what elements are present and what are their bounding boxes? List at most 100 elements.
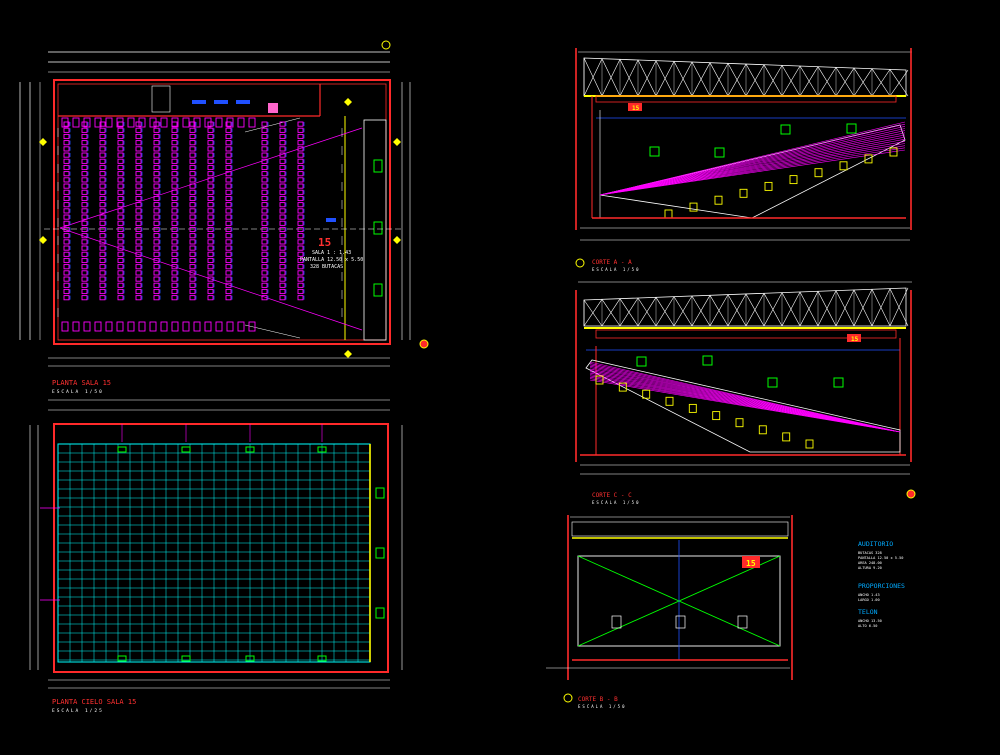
seat <box>207 282 214 288</box>
notes-line: ANCHO 1.43 <box>858 593 880 597</box>
seat <box>99 202 106 208</box>
truss-member <box>871 69 891 97</box>
seat <box>63 177 70 183</box>
seat <box>297 121 304 127</box>
seat <box>297 239 304 245</box>
truss-member <box>781 291 801 327</box>
seat <box>189 288 196 295</box>
seat <box>297 146 304 152</box>
seat <box>153 152 160 158</box>
seat <box>135 233 142 239</box>
seat <box>297 171 304 177</box>
seat <box>81 276 88 282</box>
seat <box>81 270 88 276</box>
section-marker-icon <box>381 40 391 50</box>
section-a-a-view: 15 CORTE A - A ESCALA 1/50 <box>575 48 912 272</box>
ceiling-scale: ESCALA 1/25 <box>52 708 104 714</box>
seat <box>153 189 160 195</box>
capacity-label: 328 BUTACAS <box>310 264 343 270</box>
seat <box>248 321 256 332</box>
seat-section <box>758 425 767 435</box>
seat <box>279 214 286 220</box>
seat-section <box>642 389 651 399</box>
seat <box>135 121 142 127</box>
roof-truss <box>583 57 909 97</box>
seat <box>135 140 142 146</box>
seat <box>297 133 304 140</box>
seat <box>99 282 106 288</box>
seat <box>117 239 124 245</box>
seat <box>153 226 160 233</box>
seat <box>193 117 201 128</box>
notes-line: ANCHO 13.50 <box>858 619 882 623</box>
sight-line <box>599 121 906 196</box>
seat <box>149 321 157 332</box>
seat <box>99 164 106 171</box>
seat <box>63 164 70 171</box>
seat <box>189 127 196 133</box>
seat <box>171 295 178 301</box>
seat <box>171 226 178 233</box>
seat <box>117 208 124 214</box>
seat <box>153 133 160 140</box>
seat <box>279 158 286 164</box>
section-cc-scale: ESCALA 1/50 <box>592 500 641 505</box>
seat <box>83 321 91 332</box>
seat <box>225 239 232 245</box>
seat <box>225 164 232 171</box>
seat <box>189 164 196 171</box>
seat <box>207 121 214 127</box>
seat <box>117 295 124 301</box>
truss-member <box>835 67 855 97</box>
seat <box>297 245 304 251</box>
seat <box>225 270 232 276</box>
seat <box>171 276 178 282</box>
seat <box>189 257 196 264</box>
truss-member <box>637 297 657 327</box>
truss-member <box>727 63 747 97</box>
seat <box>279 146 286 152</box>
seat <box>99 133 106 140</box>
seat <box>171 158 178 164</box>
seat <box>279 133 286 140</box>
seat <box>135 202 142 208</box>
projection-rays <box>589 361 901 449</box>
seat <box>81 121 88 127</box>
seat <box>261 146 268 152</box>
seat <box>261 189 268 195</box>
seat <box>261 257 268 264</box>
seat <box>189 208 196 214</box>
seat <box>153 251 160 257</box>
ceiling-plan-view: PLANTA CIELO SALA 15 ESCALA 1/25 <box>29 399 403 714</box>
seat <box>99 233 106 239</box>
seat <box>99 152 106 158</box>
truss-member <box>745 64 765 97</box>
seat <box>189 233 196 239</box>
section-cc-title: CORTE C - C <box>592 492 632 499</box>
seat <box>225 264 232 270</box>
seat <box>63 152 70 158</box>
seat <box>63 226 70 233</box>
seat <box>193 321 201 332</box>
seat <box>171 214 178 220</box>
seat <box>135 239 142 245</box>
seat <box>225 121 232 127</box>
section-marker-icon <box>419 339 429 349</box>
seat <box>189 245 196 251</box>
seat <box>135 164 142 171</box>
seat <box>135 251 142 257</box>
seat <box>261 171 268 177</box>
seat <box>189 276 196 282</box>
seat <box>81 214 88 220</box>
seat <box>189 140 196 146</box>
seat <box>171 117 179 128</box>
seat <box>63 146 70 152</box>
seat <box>297 270 304 276</box>
seat-section <box>814 168 823 178</box>
seat <box>135 282 142 288</box>
sight-line <box>599 145 906 196</box>
seat <box>215 321 223 332</box>
seat <box>248 117 256 128</box>
truss-member <box>655 61 675 97</box>
seat <box>171 171 178 177</box>
